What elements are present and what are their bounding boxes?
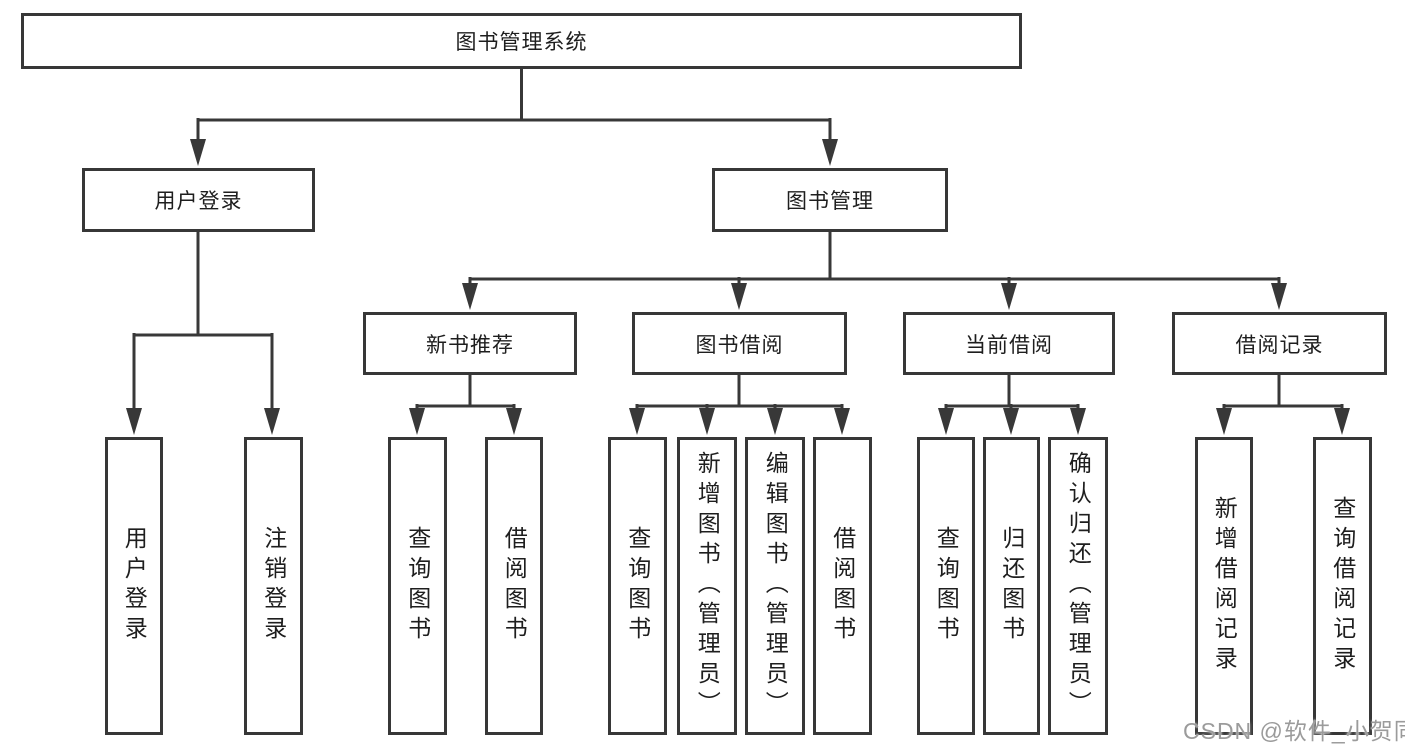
leaf-label: 查询图书	[624, 526, 651, 646]
leaf-confirm-return-admin: 确认归还（管理员）	[1048, 437, 1108, 735]
leaf-query-books-current: 查询图书	[917, 437, 975, 735]
leaf-label: 注销登录	[260, 526, 287, 646]
leaf-user-login: 用户登录	[105, 437, 163, 735]
node-borrowing-records: 借阅记录	[1172, 312, 1387, 375]
leaf-label: 查询借阅记录	[1329, 496, 1356, 676]
leaf-label: 借阅图书	[829, 526, 856, 646]
leaf-label: 确认归还（管理员）	[1065, 451, 1092, 721]
leaf-query-books-borrowing: 查询图书	[608, 437, 667, 735]
leaf-label: 查询图书	[404, 526, 431, 646]
leaf-label: 新增借阅记录	[1211, 496, 1238, 676]
node-label: 图书管理	[786, 190, 874, 213]
node-book-management: 图书管理	[712, 168, 948, 232]
node-label: 图书借阅	[695, 333, 784, 357]
leaf-label: 借阅图书	[501, 526, 528, 646]
node-user-login: 用户登录	[82, 168, 315, 232]
leaf-query-books-recommend: 查询图书	[388, 437, 447, 735]
leaf-label: 归还图书	[998, 526, 1025, 646]
node-new-book-recommendation: 新书推荐	[363, 312, 577, 375]
node-label: 当前借阅	[965, 333, 1053, 357]
leaf-add-borrow-record: 新增借阅记录	[1195, 437, 1253, 735]
node-label: 借阅记录	[1235, 333, 1324, 357]
node-book-borrowing: 图书借阅	[632, 312, 847, 375]
node-label: 新书推荐	[426, 333, 514, 357]
leaf-borrow-books-borrowing: 借阅图书	[813, 437, 872, 735]
leaf-label: 编辑图书（管理员）	[762, 451, 789, 721]
leaf-label: 用户登录	[121, 526, 148, 646]
leaf-return-book: 归还图书	[983, 437, 1040, 735]
leaf-logout: 注销登录	[244, 437, 303, 735]
leaf-borrow-books-recommend: 借阅图书	[485, 437, 543, 735]
leaf-label: 查询图书	[933, 526, 960, 646]
node-label: 图书管理系统	[455, 31, 588, 54]
csdn-watermark: CSDN @软件_小贺同学	[1183, 718, 1405, 744]
node-label: 用户登录	[154, 190, 243, 213]
leaf-add-book-admin: 新增图书（管理员）	[677, 437, 737, 735]
leaf-query-borrow-record: 查询借阅记录	[1313, 437, 1372, 735]
leaf-label: 新增图书（管理员）	[694, 451, 721, 721]
node-current-borrowing: 当前借阅	[903, 312, 1115, 375]
leaf-edit-book-admin: 编辑图书（管理员）	[745, 437, 805, 735]
node-library-management-system: 图书管理系统	[21, 13, 1022, 69]
